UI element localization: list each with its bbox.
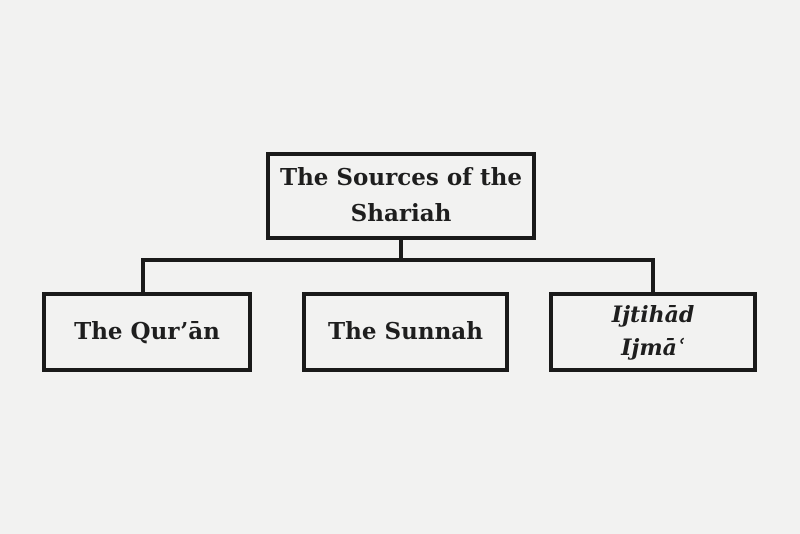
child-node-quran: The Qur’ān: [42, 292, 252, 372]
connector-drop-left: [141, 258, 145, 292]
root-node-label-line1: The Sources of the: [279, 164, 523, 191]
ijtihad-node-label-line2: Ijmāʿ: [621, 335, 685, 361]
quran-node-label: The Qur’ān: [74, 318, 220, 345]
connector-drop-right: [651, 258, 655, 292]
connector-horizontal-bar: [141, 258, 655, 262]
child-node-ijtihad-ijma: Ijtihād Ijmāʿ: [549, 292, 757, 372]
root-node-sources-of-shariah: The Sources of the Shariah: [266, 152, 536, 240]
child-node-sunnah: The Sunnah: [302, 292, 509, 372]
ijtihad-node-label-line1: Ijtihād: [611, 302, 695, 328]
connector-root-stem: [399, 240, 403, 262]
sunnah-node-label: The Sunnah: [328, 318, 483, 345]
root-node-label-line2: Shariah: [350, 200, 452, 227]
